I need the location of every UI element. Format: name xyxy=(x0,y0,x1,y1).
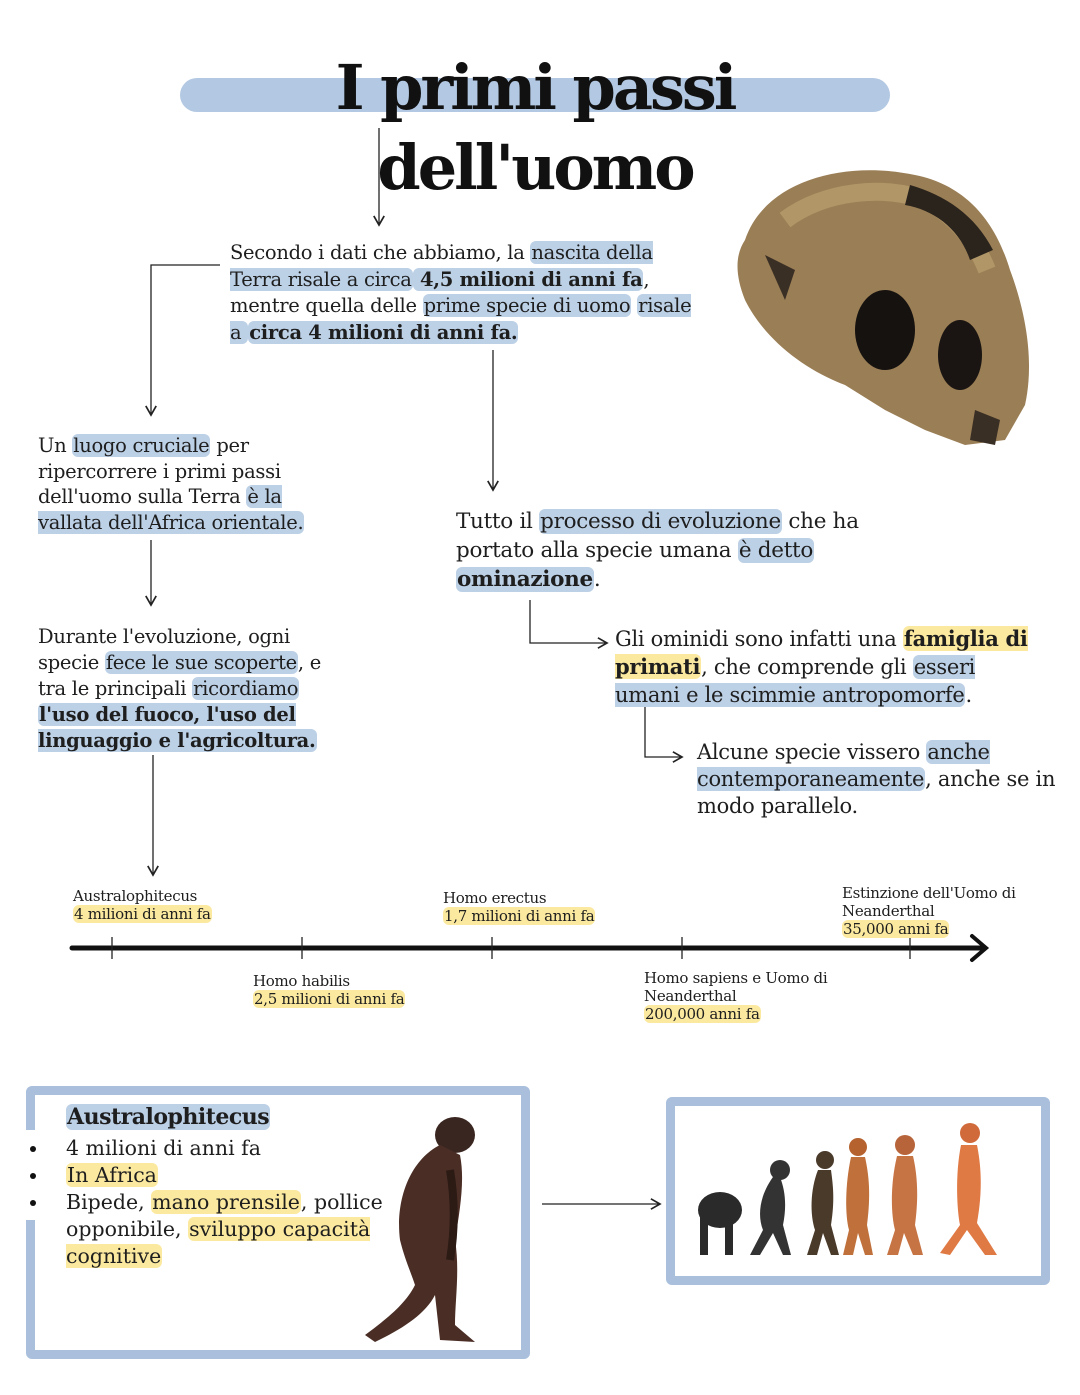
timeline-event-date: 4 milioni di anni fa xyxy=(73,905,212,923)
arrow-intro-luogo xyxy=(145,264,220,417)
bullet-item: In Africa xyxy=(28,1162,388,1189)
box-heading: Australophitecus xyxy=(66,1104,271,1130)
text-segment: per ripercorrere i primi passi dell'uomo… xyxy=(38,434,281,508)
text-segment: Bipede, xyxy=(66,1190,152,1214)
text-segment: , pollice opponibile, xyxy=(66,1190,383,1241)
bullet-icon xyxy=(30,1146,36,1152)
box-heading-text: Australophitecus xyxy=(66,1104,271,1130)
text-segment: . xyxy=(593,567,601,592)
text-segment: Gli ominidi sono infatti una xyxy=(615,627,903,651)
australophitecus-box-frame xyxy=(26,1086,530,1359)
highlighted-text: ominazione xyxy=(456,567,594,592)
highlighted-text: prime specie di uomo xyxy=(422,294,632,317)
timeline-event-date: 35,000 anni fa xyxy=(842,920,950,938)
evolution-box-frame xyxy=(666,1097,1050,1285)
skull-image xyxy=(737,170,1030,445)
timeline-axis xyxy=(69,934,990,962)
evolution-image xyxy=(698,1123,997,1255)
timeline-event-name: Homo habilis xyxy=(253,972,350,990)
text-segment: Alcune specie vissero xyxy=(697,740,927,764)
text-segment: Durante l'evoluzione, ogni specie xyxy=(38,625,290,674)
arrow-ominazione-ominidi xyxy=(529,600,609,649)
timeline-event-name: Australophitecus xyxy=(73,887,198,905)
evolution-figure xyxy=(807,1151,839,1255)
text-segment: Tutto il xyxy=(456,509,540,534)
highlighted-text: fece le sue scoperte xyxy=(104,651,298,674)
ominidi-paragraph: Gli ominidi sono infatti una famiglia di… xyxy=(615,625,1040,709)
timeline-event-name: Estinzione dell'Uomo di Neanderthal xyxy=(842,884,1016,920)
text-segment: , mentre quella delle xyxy=(230,267,650,318)
text-segment: Un xyxy=(38,434,73,457)
timeline-event-date: 200,000 anni fa xyxy=(644,1005,761,1023)
evoluzione-paragraph: Durante l'evoluzione, ogni specie fece l… xyxy=(38,624,348,754)
timeline-event-date: 1,7 milioni di anni fa xyxy=(443,907,596,925)
text-segment: , che comprende gli xyxy=(701,655,913,679)
text-segment: , e tra le principali xyxy=(38,651,321,700)
australophitecus-image xyxy=(365,1117,475,1342)
highlighted-text: luogo cruciale xyxy=(72,434,211,457)
highlighted-text: è detto xyxy=(737,538,815,563)
text-segment: che ha portato alla specie umana xyxy=(456,509,859,563)
timeline-event-date: 2,5 milioni di anni fa xyxy=(253,990,406,1008)
title-highlight xyxy=(180,78,890,112)
highlighted-text: ricordiamo xyxy=(192,677,300,700)
evolution-figure xyxy=(940,1123,997,1255)
timeline-event-name: Homo erectus xyxy=(443,889,547,907)
page-title: I primi passi dell'uomo xyxy=(335,51,738,204)
timeline-event-name: Homo sapiens e Uomo di Neanderthal xyxy=(644,969,828,1005)
arrow-ominidi-parallelo xyxy=(644,705,684,763)
highlighted-text: esseri umani e le scimmie antropomorfe xyxy=(615,655,976,707)
luogo-paragraph: Un luogo cruciale per ripercorrere i pri… xyxy=(38,433,338,535)
highlighted-text: circa 4 milioni di anni fa. xyxy=(248,320,519,344)
text-segment: 4 milioni di anni fa xyxy=(66,1136,261,1160)
parallelo-paragraph: Alcune specie vissero anche contemporane… xyxy=(697,739,1062,820)
ominazione-paragraph: Tutto il processo di evoluzione che ha p… xyxy=(456,507,901,594)
text-segment: , anche se in modo parallelo. xyxy=(697,767,1056,818)
text-segment: Secondo i dati che abbiamo, la xyxy=(230,241,531,264)
highlighted-text: 4,5 milioni di anni fa xyxy=(412,267,644,291)
bullet-icon xyxy=(30,1200,36,1206)
text-segment: . xyxy=(965,683,972,707)
bullet-item: 4 milioni di anni fa xyxy=(28,1135,388,1162)
highlighted-text: In Africa xyxy=(66,1163,158,1187)
evolution-figure xyxy=(887,1135,923,1255)
intro-paragraph: Secondo i dati che abbiamo, la nascita d… xyxy=(230,240,700,346)
evolution-figure xyxy=(843,1138,873,1255)
highlighted-text: processo di evoluzione xyxy=(539,509,782,534)
highlighted-text: l'uso del fuoco, l'uso del linguaggio e … xyxy=(38,703,317,752)
bullet-item: Bipede, mano prensile, pollice opponibil… xyxy=(28,1189,388,1270)
evolution-figure xyxy=(698,1192,742,1255)
highlighted-text: mano prensile xyxy=(151,1190,301,1214)
bullet-icon xyxy=(30,1173,36,1179)
evolution-figure xyxy=(750,1160,791,1255)
